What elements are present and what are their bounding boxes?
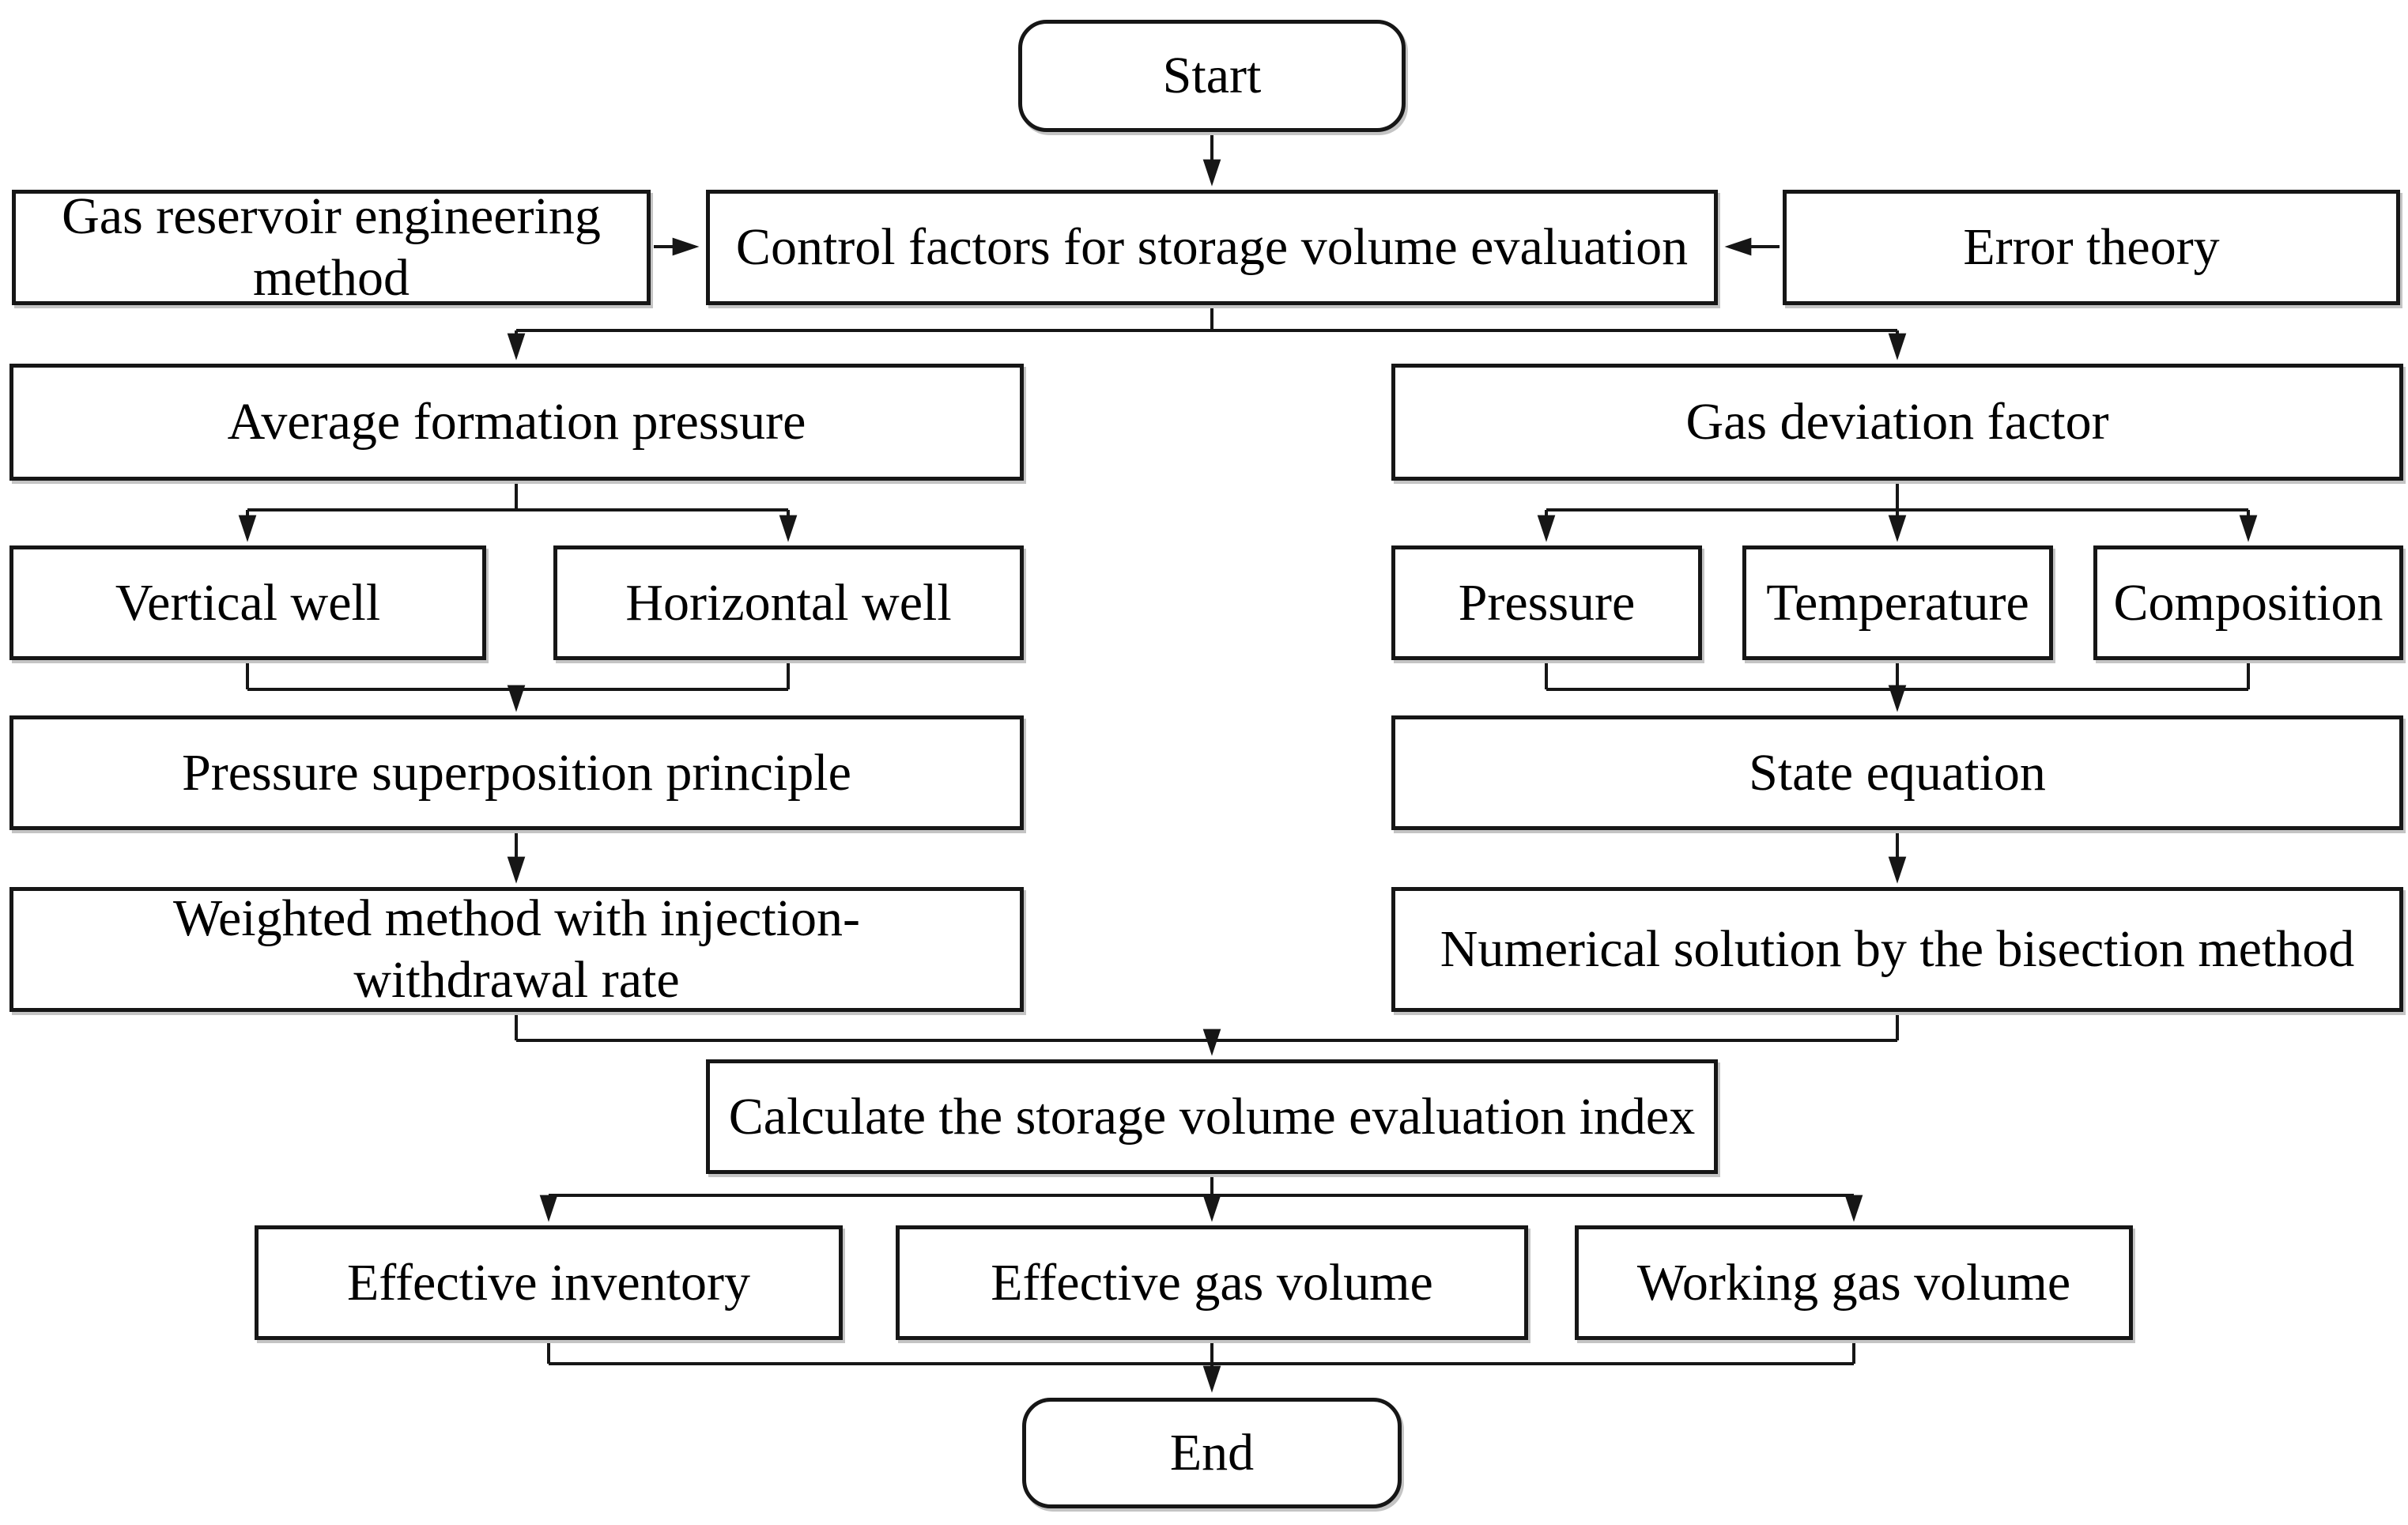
node-start: Start xyxy=(1018,20,1406,132)
node-vertical-well: Vertical well xyxy=(9,545,486,660)
node-pressure: Pressure xyxy=(1391,545,1702,660)
edge-gas-deviation-split-trunk xyxy=(1546,484,2248,511)
node-effective-gas-volume: Effective gas volume xyxy=(896,1225,1528,1340)
node-end: End xyxy=(1022,1398,1402,1508)
node-composition: Composition xyxy=(2093,545,2403,660)
node-horizontal-well: Horizontal well xyxy=(553,545,1024,660)
node-state-equation: State equation xyxy=(1391,715,2403,830)
edge-bottom-merge-trunk xyxy=(547,1343,1855,1365)
node-control-factors: Control factors for storage volume evalu… xyxy=(706,190,1718,305)
node-weighted-method: Weighted method with injection-withdrawa… xyxy=(9,887,1024,1012)
edge-calculate-split-trunk xyxy=(549,1177,1854,1197)
node-numerical-solution: Numerical solution by the bisection meth… xyxy=(1391,887,2403,1012)
node-gas-deviation-factor: Gas deviation factor xyxy=(1391,364,2403,481)
edge-branches-merge-trunk xyxy=(515,1015,1899,1042)
node-pressure-superposition: Pressure superposition principle xyxy=(9,715,1024,830)
node-temperature: Temperature xyxy=(1742,545,2053,660)
node-gas-reservoir-method: Gas reservoir engineering method xyxy=(12,187,651,307)
node-working-gas-volume: Working gas volume xyxy=(1575,1225,2133,1340)
edge-avg-pressure-split-trunk xyxy=(247,484,788,511)
node-effective-inventory: Effective inventory xyxy=(255,1225,843,1340)
node-average-formation-pressure: Average formation pressure xyxy=(9,364,1024,481)
edge-control-factors-split-trunk xyxy=(516,308,1897,332)
node-calculate-index: Calculate the storage volume evaluation … xyxy=(706,1059,1718,1174)
node-error-theory: Error theory xyxy=(1783,190,2400,305)
edge-wells-merge-trunk xyxy=(246,663,790,691)
